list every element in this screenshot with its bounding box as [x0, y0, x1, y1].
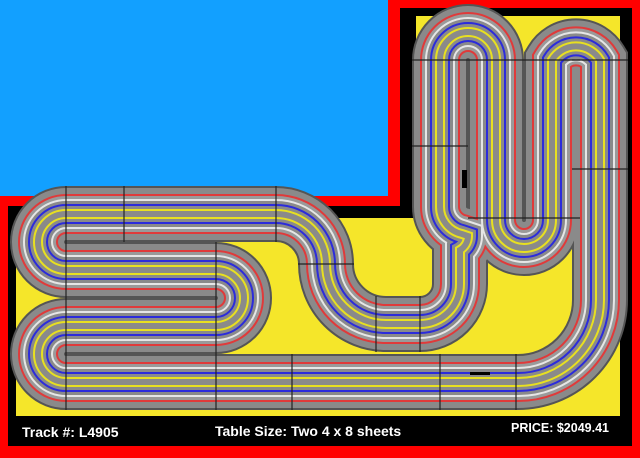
track-section-joints — [65, 59, 628, 410]
unused-table-area — [0, 0, 388, 196]
power-tap-marker — [470, 372, 490, 375]
price: PRICE: $2049.41 — [511, 421, 609, 435]
lap-counter-marker — [462, 170, 467, 188]
table-size: Table Size: Two 4 x 8 sheets — [215, 423, 402, 439]
track-number: Track #: L4905 — [22, 424, 119, 440]
